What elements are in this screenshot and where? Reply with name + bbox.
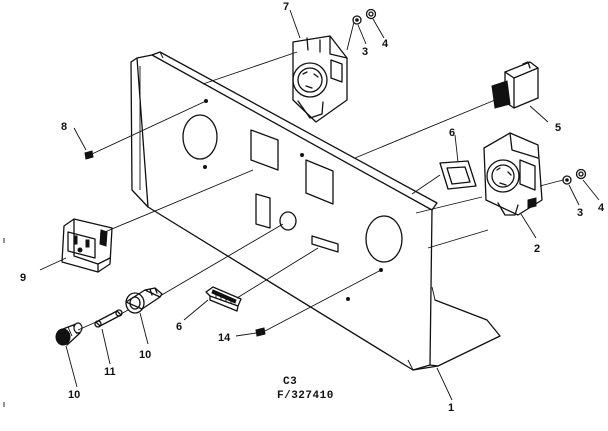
circuit-breaker bbox=[205, 286, 242, 312]
callout-5: 5 bbox=[555, 122, 561, 134]
panel-slot-cutout bbox=[255, 193, 271, 229]
panel-round-cutout-right bbox=[365, 215, 403, 263]
callout-11: 11 bbox=[104, 366, 116, 378]
callout-10-left: 10 bbox=[68, 389, 80, 401]
callout-8: 8 bbox=[61, 121, 67, 133]
screw-bottom bbox=[255, 327, 266, 337]
panel-square-cutout-2 bbox=[305, 159, 334, 205]
rocker-switch bbox=[491, 61, 539, 109]
screw-left bbox=[84, 150, 94, 160]
panel-square-cutout-1 bbox=[250, 129, 279, 171]
receptacle-right bbox=[483, 132, 543, 216]
washer-right bbox=[562, 175, 572, 185]
drawing-caption: C3 F/327410 bbox=[277, 376, 334, 402]
callout-3-right: 3 bbox=[577, 207, 583, 219]
callout-2: 2 bbox=[534, 243, 540, 255]
nut-right bbox=[575, 168, 587, 180]
callout-14: 14 bbox=[218, 332, 231, 344]
callout-1: 1 bbox=[448, 402, 454, 414]
washer-top bbox=[352, 15, 362, 25]
fuse bbox=[94, 309, 123, 328]
control-panel bbox=[130, 51, 501, 371]
callout-6-lower: 6 bbox=[176, 321, 182, 333]
assembly-lines bbox=[77, 21, 564, 332]
panel-small-hole bbox=[279, 211, 297, 231]
callout-4-top: 4 bbox=[382, 38, 389, 50]
callout-labels: 7 3 4 5 6 8 9 6 10 11 10 14 1 2 3 4 bbox=[20, 1, 605, 414]
callout-7: 7 bbox=[283, 1, 289, 13]
leader-lines bbox=[39, 9, 600, 401]
fuse-cap bbox=[55, 322, 83, 346]
bezel-frame bbox=[439, 160, 477, 190]
fuse-holder bbox=[125, 287, 163, 314]
callout-10-right: 10 bbox=[139, 349, 151, 361]
caption-line-2: F/327410 bbox=[277, 390, 334, 402]
callout-4-right: 4 bbox=[598, 202, 605, 214]
duplex-receptacle bbox=[61, 218, 113, 273]
callout-3-top: 3 bbox=[362, 46, 368, 58]
callout-6-upper: 6 bbox=[449, 127, 455, 139]
panel-rect-slot bbox=[311, 235, 339, 253]
callout-9: 9 bbox=[20, 272, 26, 284]
panel-round-cutout-left bbox=[182, 114, 218, 160]
twist-lock-receptacle-top bbox=[292, 35, 348, 123]
caption-line-1: C3 bbox=[283, 376, 297, 388]
nut-top bbox=[365, 8, 377, 20]
